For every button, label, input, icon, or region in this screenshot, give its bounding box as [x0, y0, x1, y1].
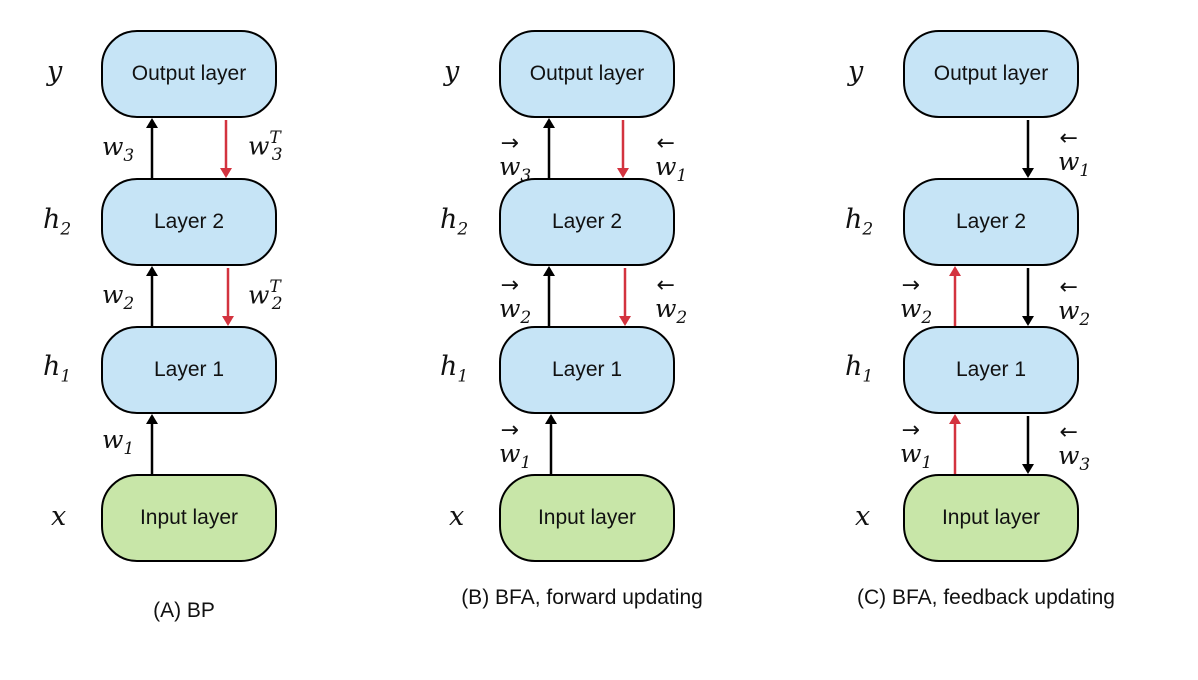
weight-forward-w2: →w2 [900, 273, 933, 328]
var-x: x [51, 501, 67, 532]
var-y: y [444, 56, 460, 87]
weight-feedback-w1: ←w1 [1058, 126, 1091, 181]
var-y: y [848, 56, 864, 87]
weight-w2-transpose: wT2 [248, 277, 283, 315]
weight-w3-transpose: wT3 [248, 128, 283, 166]
weight-forward-w1: →w1 [900, 418, 933, 473]
layer2-box: Layer 2 [499, 178, 675, 266]
var-x: x [449, 501, 465, 532]
var-h2: h2 [43, 204, 72, 240]
var-x: x [855, 501, 871, 532]
caption-b: (B) BFA, forward updating [461, 586, 703, 609]
weight-forward-w1: →w1 [499, 418, 532, 473]
output-layer-box: Output layer [101, 30, 277, 118]
weight-feedback-w2: ←w2 [1058, 275, 1091, 330]
layer1-box: Layer 1 [499, 326, 675, 414]
weight-w2: w2 [102, 280, 135, 314]
weight-w1: w1 [102, 425, 135, 459]
weight-forward-w2: →w2 [499, 273, 532, 328]
var-h2: h2 [845, 204, 874, 240]
weight-forward-w3: →w3 [499, 131, 532, 186]
var-h2: h2 [440, 204, 469, 240]
output-layer-box: Output layer [499, 30, 675, 118]
input-layer-box: Input layer [101, 474, 277, 562]
weight-feedback-w1: ←w1 [655, 131, 688, 186]
input-layer-box: Input layer [499, 474, 675, 562]
layer1-box: Layer 1 [101, 326, 277, 414]
layer2-box: Layer 2 [903, 178, 1079, 266]
var-h1: h1 [440, 351, 469, 387]
output-layer-box: Output layer [903, 30, 1079, 118]
var-h1: h1 [845, 351, 874, 387]
weight-feedback-w2: ←w2 [655, 273, 688, 328]
weight-feedback-w3: ←w3 [1058, 420, 1091, 475]
var-h1: h1 [43, 351, 72, 387]
weight-w3: w3 [102, 132, 135, 166]
caption-c: (C) BFA, feedback updating [857, 586, 1115, 609]
caption-a: (A) BP [153, 599, 215, 622]
input-layer-box: Input layer [903, 474, 1079, 562]
layer2-box: Layer 2 [101, 178, 277, 266]
layer1-box: Layer 1 [903, 326, 1079, 414]
var-y: y [47, 56, 63, 87]
